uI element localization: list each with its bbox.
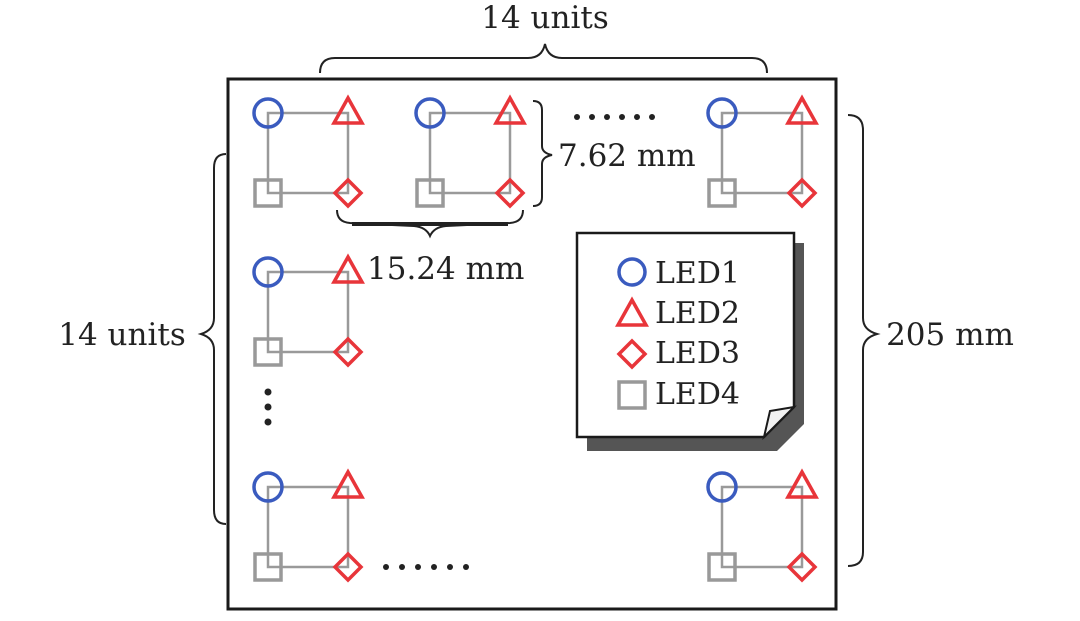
led1-icon — [252, 471, 284, 503]
led3-icon — [332, 177, 364, 209]
led-unit-r1-cn — [706, 94, 819, 209]
led2-icon — [331, 253, 365, 284]
led4-icon — [707, 178, 737, 208]
led-unit-r1-c1 — [252, 94, 365, 209]
led2-icon — [331, 468, 365, 499]
led4-icon — [707, 552, 737, 582]
legend-page-curl — [762, 405, 797, 441]
led4-icon — [253, 337, 283, 367]
led3-icon — [332, 336, 364, 368]
unit-connector — [266, 270, 350, 354]
led-unit-r1-c2 — [414, 94, 527, 209]
led-pitch-brace — [532, 100, 553, 207]
led-pitch-label: 7.62 mm — [558, 138, 696, 174]
led-unit-rn-c1 — [252, 468, 365, 583]
top-row-ellipsis — [574, 114, 655, 120]
legend-led4-label: LED4 — [655, 377, 740, 412]
top-units-label: 14 units — [481, 0, 609, 36]
led1-icon — [706, 471, 738, 503]
top-brace — [319, 43, 768, 74]
legend-led2-icon — [615, 296, 649, 327]
unit-connector — [428, 111, 512, 195]
led3-icon — [494, 177, 526, 209]
left-units-label: 14 units — [58, 317, 186, 353]
led3-icon — [786, 177, 818, 209]
led1-icon — [414, 97, 446, 129]
legend-led2-label: LED2 — [655, 296, 740, 331]
led3-icon — [332, 551, 364, 583]
led2-icon — [785, 468, 819, 499]
led4-icon — [253, 552, 283, 582]
legend-led3-label: LED3 — [655, 336, 740, 371]
led4-icon — [253, 178, 283, 208]
left-column-ellipsis — [264, 388, 272, 426]
side-length-label: 205 mm — [886, 317, 1014, 353]
legend-led3-icon — [616, 338, 648, 370]
led-unit-rn-cn — [706, 468, 819, 583]
unit-connector — [720, 485, 804, 569]
led2-icon — [785, 94, 819, 125]
legend-led4-icon — [617, 380, 647, 410]
led1-icon — [706, 97, 738, 129]
legend-led1-label: LED1 — [655, 256, 740, 291]
led1-icon — [252, 97, 284, 129]
unit-pitch-brace — [336, 209, 524, 239]
left-brace — [197, 153, 227, 525]
led-unit-r2-c1 — [252, 253, 365, 368]
led1-icon — [252, 256, 284, 288]
unit-connector — [266, 111, 350, 195]
legend-led1-icon — [617, 257, 647, 287]
led3-icon — [786, 551, 818, 583]
legend-box: LED1 LED2 LED3 LED4 — [575, 231, 804, 451]
led2-icon — [331, 94, 365, 125]
led4-icon — [415, 178, 445, 208]
led2-icon — [493, 94, 527, 125]
right-brace — [847, 114, 881, 567]
unit-connector — [720, 111, 804, 195]
unit-connector — [266, 485, 350, 569]
bottom-row-ellipsis — [383, 564, 469, 570]
unit-pitch-label: 15.24 mm — [367, 251, 524, 287]
